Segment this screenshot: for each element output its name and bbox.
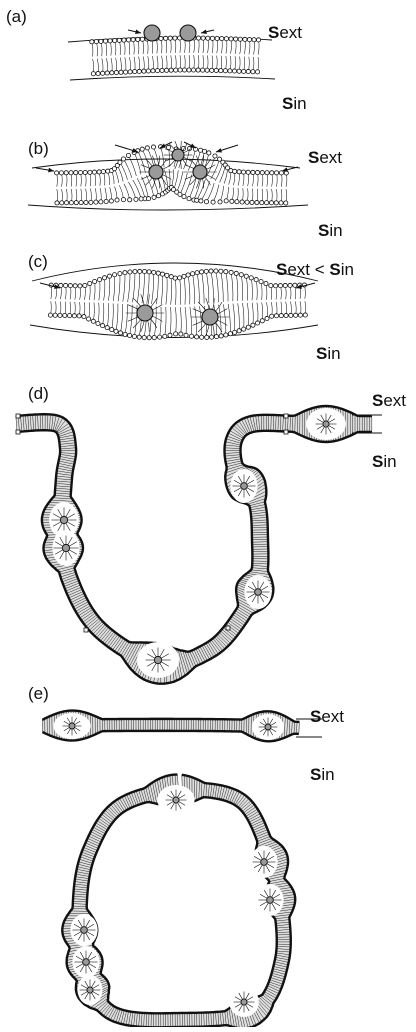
panel-label-a: (a) <box>6 8 27 25</box>
s-in-label-b: Sin <box>318 222 343 239</box>
panel-b-bilayer <box>28 141 308 210</box>
s-ext-label-b: Sext <box>308 149 342 166</box>
panel-e-strip <box>42 711 322 742</box>
panel-a-bilayer <box>68 25 275 80</box>
inner-surface-line-a <box>70 76 275 80</box>
s-in-label-c: Sin <box>316 345 341 362</box>
panel-label-e: (e) <box>28 685 49 702</box>
s-in-label-a: Sin <box>282 95 307 112</box>
s-ext-label-d: Sext <box>372 392 406 409</box>
s-ext-label-a: Sext <box>268 24 302 41</box>
s-ext-vs-s-in-label-c: Sext < Sin <box>276 261 354 278</box>
s-ext-label-e: Sext <box>310 708 344 725</box>
panel-label-d: (d) <box>28 385 49 402</box>
inner-surface-line-b <box>28 205 308 210</box>
s-in-label-d: Sin <box>372 453 397 470</box>
panel-c-bilayer <box>30 263 318 340</box>
s-in-label-e: Sin <box>310 766 335 783</box>
panel-d-vesicle-bud <box>16 406 382 684</box>
panel-label-b: (b) <box>28 140 49 157</box>
panel-e-vesicle <box>62 775 295 1027</box>
panel-label-c: (c) <box>28 253 48 270</box>
